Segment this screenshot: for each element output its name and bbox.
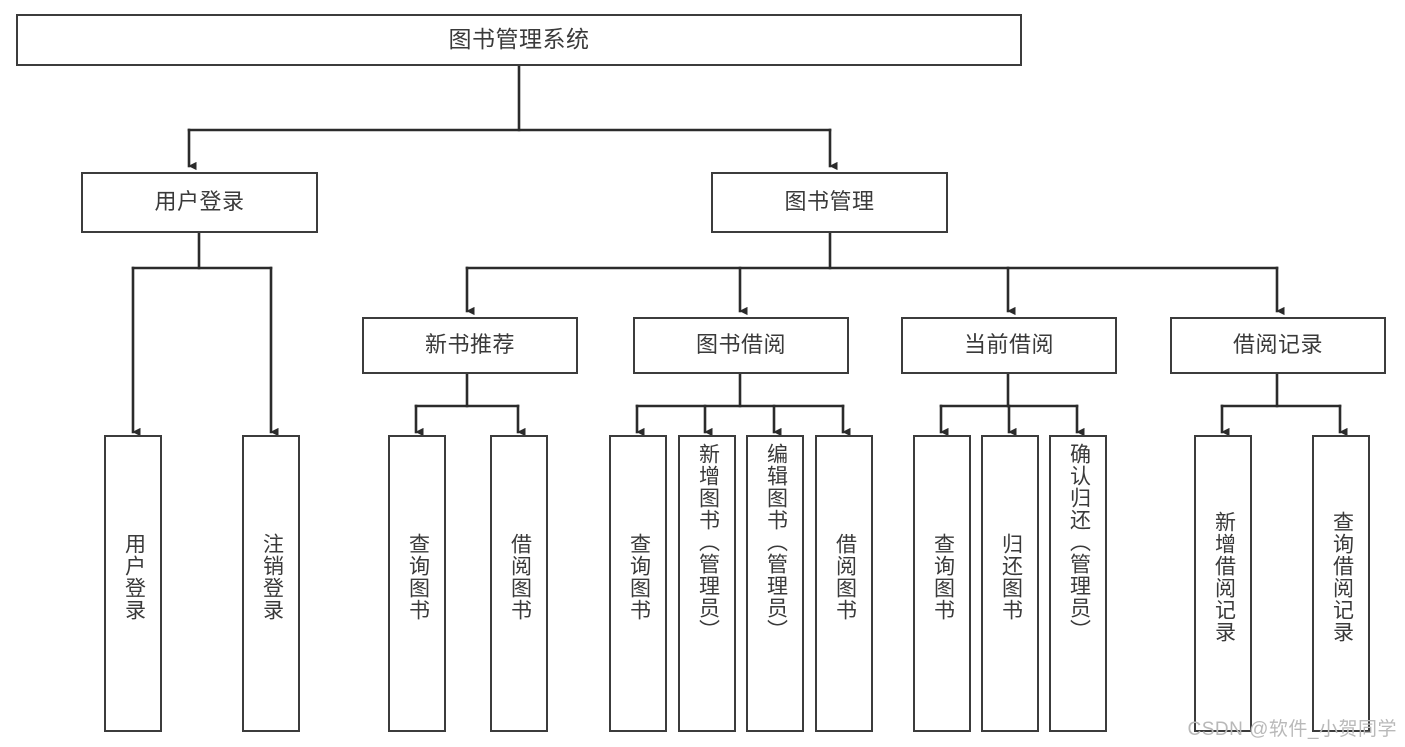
node-label: 查询图书 [627,532,651,621]
leaf-user-login[interactable]: 用户登录 [104,435,162,732]
node-label: 新书推荐 [424,332,515,358]
node-label: 图书管理系统 [448,26,590,53]
node-label: 确认归还（管理员） [1067,443,1091,641]
node-label: 借阅图书 [508,532,532,621]
node-label: 注销登录 [260,532,284,621]
node-label: 图书借阅 [695,332,786,358]
leaf-add-book-admin[interactable]: 新增图书（管理员） [678,435,736,732]
node-label: 查询借阅记录 [1330,510,1354,643]
leaf-confirm-return-admin[interactable]: 确认归还（管理员） [1049,435,1107,732]
node-book-management[interactable]: 图书管理 [711,172,948,233]
csdn-watermark: CSDN @软件_小贺同学 [1187,719,1397,740]
node-root-book-management-system[interactable]: 图书管理系统 [16,14,1022,66]
node-label: 当前借阅 [963,332,1054,358]
node-label: 查询图书 [406,532,430,621]
leaf-query-books-recommendation[interactable]: 查询图书 [388,435,446,732]
leaf-borrow-books-borrowing[interactable]: 借阅图书 [815,435,873,732]
node-label: 归还图书 [999,532,1023,621]
node-label: 用户登录 [122,532,146,621]
node-user-login[interactable]: 用户登录 [81,172,318,233]
leaf-return-books[interactable]: 归还图书 [981,435,1039,732]
leaf-query-books-current[interactable]: 查询图书 [913,435,971,732]
node-label: 新增借阅记录 [1212,510,1236,643]
node-label: 用户登录 [154,189,245,215]
leaf-query-books-borrowing[interactable]: 查询图书 [609,435,667,732]
node-label: 图书管理 [784,189,875,215]
node-new-book-recommendation[interactable]: 新书推荐 [362,317,578,374]
leaf-borrow-books-recommendation[interactable]: 借阅图书 [490,435,548,732]
node-label: 查询图书 [931,532,955,621]
node-label: 新增图书（管理员） [696,443,720,641]
leaf-add-borrowing-record[interactable]: 新增借阅记录 [1194,435,1252,732]
node-borrowing-records[interactable]: 借阅记录 [1170,317,1386,374]
leaf-edit-book-admin[interactable]: 编辑图书（管理员） [746,435,804,732]
node-label: 编辑图书（管理员） [764,443,788,641]
leaf-logout[interactable]: 注销登录 [242,435,300,732]
node-label: 借阅图书 [833,532,857,621]
node-current-borrowing[interactable]: 当前借阅 [901,317,1117,374]
leaf-query-borrowing-record[interactable]: 查询借阅记录 [1312,435,1370,732]
node-book-borrowing[interactable]: 图书借阅 [633,317,849,374]
node-label: 借阅记录 [1232,332,1323,358]
